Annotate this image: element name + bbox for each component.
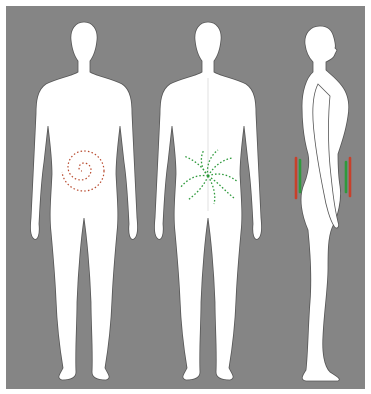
body-views-diagram: [6, 6, 365, 389]
illustration-panel: [6, 6, 365, 389]
side-body-figure: [296, 26, 350, 381]
back-body-figure: [154, 22, 261, 380]
side-body-silhouette: [301, 26, 349, 381]
front-body-figure: [30, 22, 137, 380]
front-body-silhouette: [30, 22, 137, 380]
